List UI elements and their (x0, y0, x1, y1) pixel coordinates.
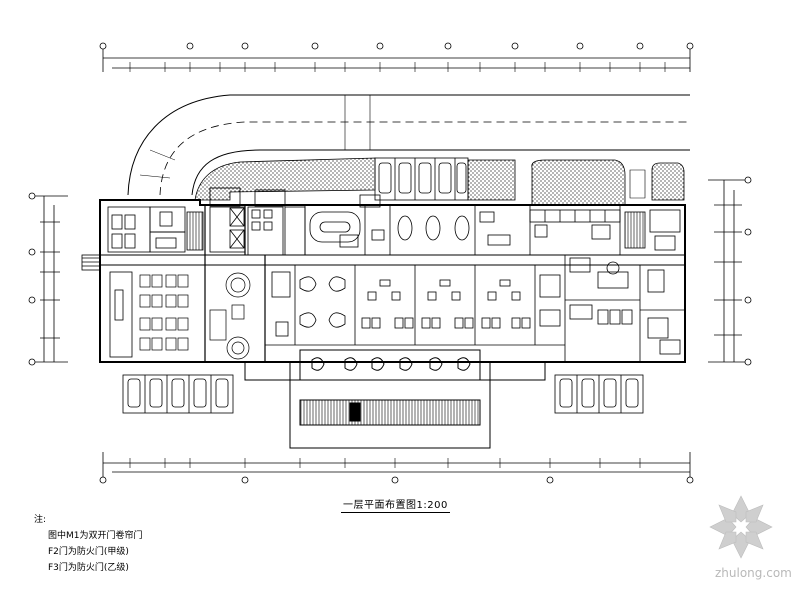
note-line-2: F2门为防火门(甲级) (48, 547, 129, 557)
parking-southeast (554, 374, 644, 414)
south-offices (265, 255, 566, 362)
left-axis-markers (28, 192, 36, 366)
right-axis-markers (744, 176, 752, 366)
dining-tables (139, 272, 251, 360)
right-dimension-line (708, 179, 748, 363)
west-wing (81, 206, 204, 358)
watermark-text: zhulong.com (715, 566, 792, 580)
north-offices (304, 205, 681, 255)
main-entrance (244, 349, 546, 449)
note-line-3: F3门为防火门(乙级) (48, 563, 129, 573)
notes-lead: 注: (34, 515, 47, 525)
parking-southwest (122, 374, 234, 414)
left-dimension-line (32, 195, 68, 363)
service-core (209, 187, 381, 256)
top-axis-markers (99, 42, 694, 50)
note-line-1: 图中M1为双开门卷帘门 (48, 531, 143, 541)
parking-north (374, 157, 469, 201)
bottom-dimension-line (102, 452, 691, 480)
curved-driveway (127, 94, 690, 196)
drawing-title: 一层平面布置图1:200 (341, 496, 450, 513)
zhulong-logo-icon (709, 495, 773, 559)
top-dimension-line (102, 46, 691, 72)
drawing-notes: 注: 图中M1为双开门卷帘门 F2门为防火门(甲级) F3门为防火门(乙级) (34, 512, 143, 576)
bottom-axis-markers (99, 476, 694, 484)
east-wing (565, 257, 685, 362)
